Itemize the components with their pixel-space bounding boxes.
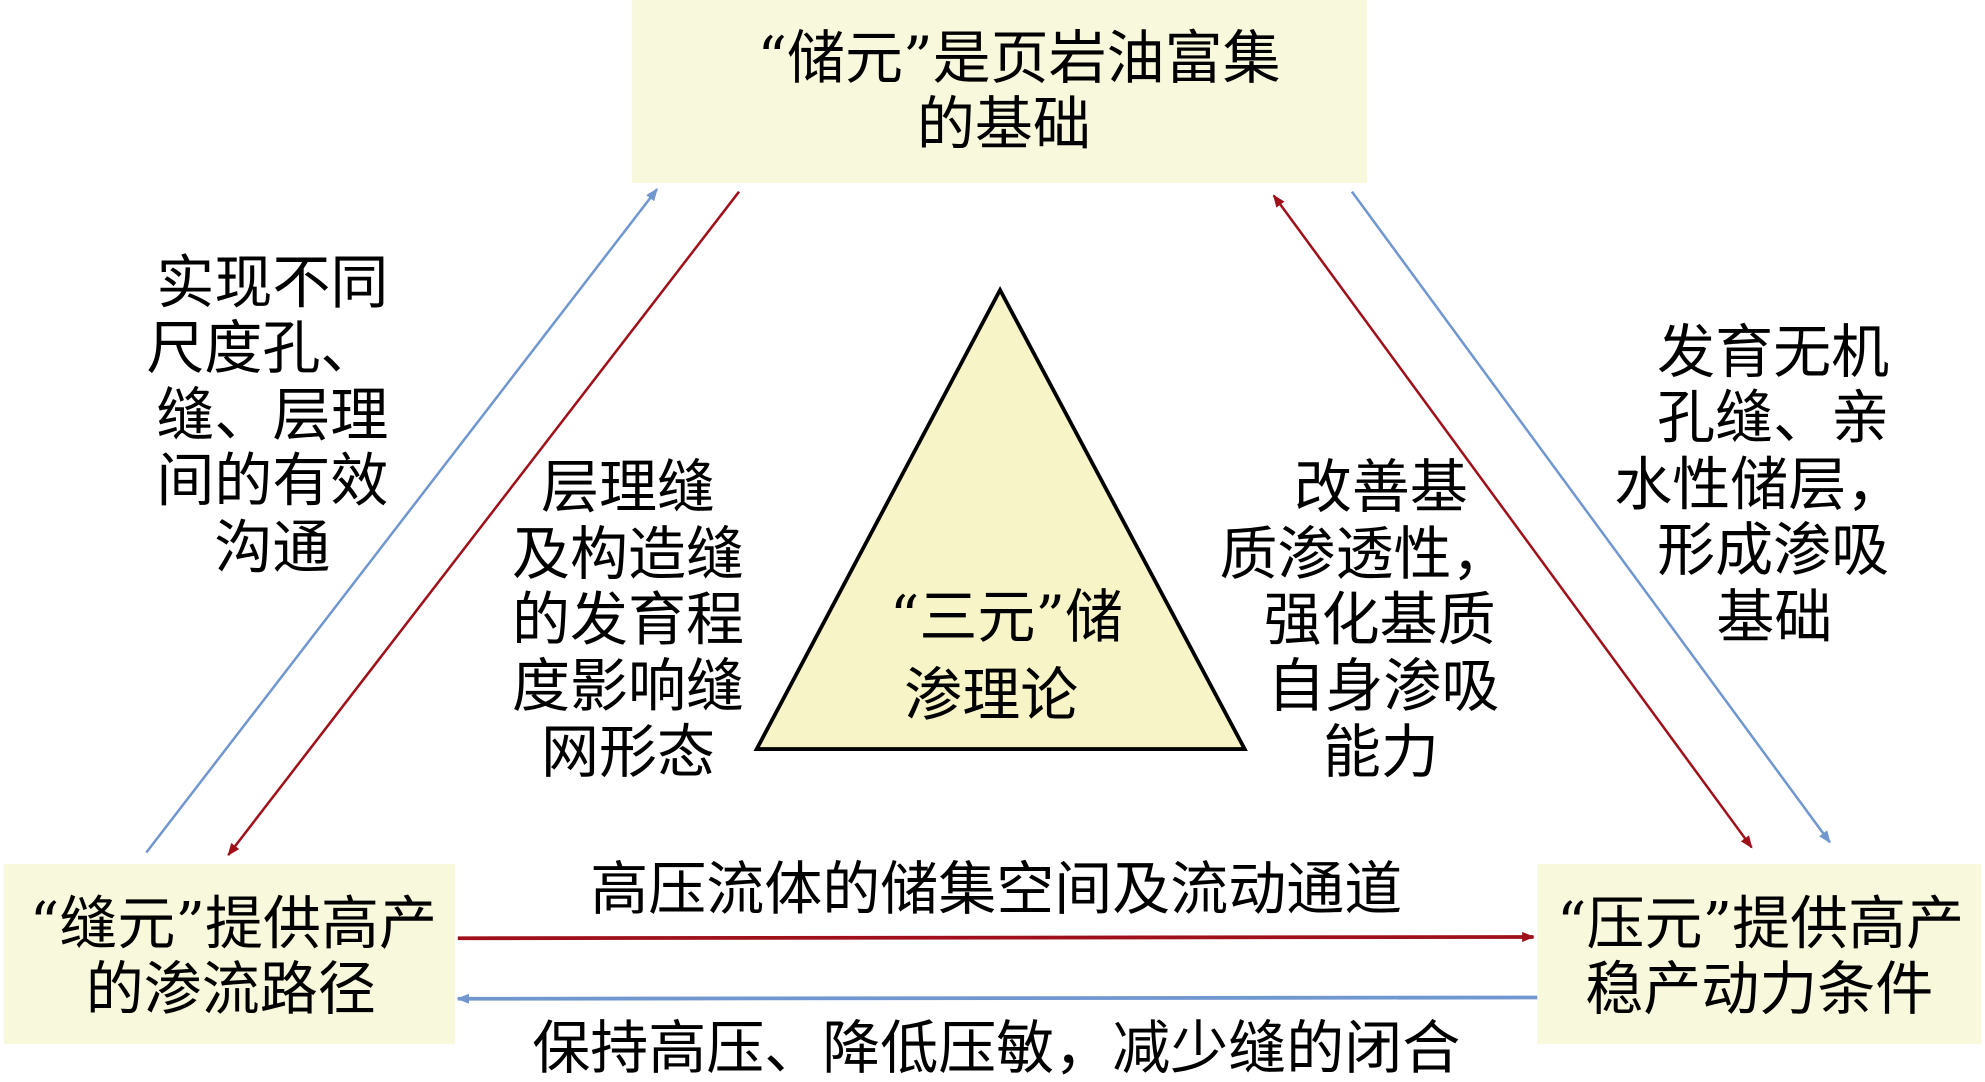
- arrow-right-red-bidirectional: [1272, 194, 1753, 849]
- left-outer-annotation: 实现不同 尺度孔、 缝、层理 间的有效 沟通: [146, 249, 388, 582]
- top-box-line-1: “储元”是页岩油富集: [757, 24, 1280, 92]
- annotation-line: 网形态: [541, 718, 715, 786]
- right-outer-annotation: 发育无机 孔缝、亲 水性储层， 形成渗吸 基础: [1614, 318, 1904, 651]
- annotation-line: 孔缝、亲: [1657, 384, 1889, 452]
- annotation-line: 的发育程: [512, 585, 744, 653]
- right-box-line-2: 稳产动力条件: [1585, 955, 1933, 1023]
- annotation-line: 及构造缝: [512, 520, 744, 588]
- left-box-fracture-element: [3, 863, 456, 1045]
- triangle-line-1: “三元”储: [890, 583, 1123, 651]
- left-box-line-2: 的渗流路径: [86, 955, 376, 1023]
- arrow-left-red-down: [227, 190, 741, 857]
- annotation-line: 基础: [1716, 583, 1832, 651]
- annotation-line: 实现不同: [156, 249, 388, 317]
- annotation-line: 水性储层，: [1614, 450, 1904, 518]
- right-inner-annotation: 改善基 质渗透性， 强化基质 自身渗吸 能力: [1220, 453, 1510, 786]
- arrow-right-blue-down: [1350, 190, 1831, 844]
- annotation-line: 改善基: [1294, 453, 1468, 521]
- annotation-line: 尺度孔、: [146, 314, 378, 382]
- annotation-line: 缝、层理: [156, 381, 388, 449]
- annotation-line: 质渗透性，: [1220, 520, 1510, 588]
- center-triangle: [753, 286, 1248, 751]
- right-box-pressure-element: [1537, 863, 1982, 1045]
- annotation-line: 强化基质: [1264, 585, 1496, 653]
- bottom-label-maintain-pressure: 保持高压、降低压敏，减少缝的闭合: [532, 1014, 1460, 1082]
- top-box-line-2: 的基础: [917, 90, 1091, 158]
- right-box-line-1: “压元”提供高产: [1557, 889, 1964, 957]
- annotation-line: 发育无机: [1657, 318, 1889, 386]
- arrow-bottom-blue-left: [456, 993, 1538, 1004]
- annotation-line: 沟通: [214, 513, 330, 581]
- left-box-line-1: “缝元”提供高产: [30, 889, 437, 957]
- arrow-left-blue-up: [145, 188, 659, 854]
- annotation-line: 形成渗吸: [1657, 516, 1889, 584]
- annotation-line: 能力: [1323, 718, 1439, 786]
- arrow-bottom-red-right: [457, 931, 1535, 943]
- annotation-line: 层理缝: [541, 453, 715, 521]
- left-inner-annotation: 层理缝 及构造缝 的发育程 度影响缝 网形态: [512, 453, 744, 786]
- annotation-line: 间的有效: [156, 447, 388, 515]
- bottom-label-storage-space: 高压流体的储集空间及流动通道: [590, 855, 1402, 923]
- annotation-line: 自身渗吸: [1267, 652, 1499, 720]
- annotation-line: 度影响缝: [512, 652, 744, 720]
- top-box-reservoir-element: [631, 0, 1368, 183]
- triangle-line-2: 渗理论: [904, 661, 1078, 729]
